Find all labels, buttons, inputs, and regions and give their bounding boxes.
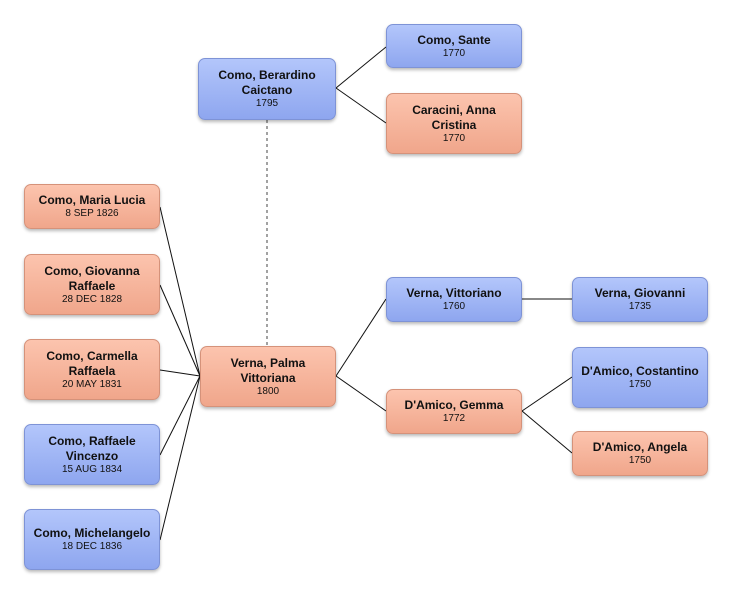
person-name: Como, Raffaele Vincenzo (48, 433, 136, 463)
person-date: 8 SEP 1826 (65, 208, 119, 219)
connector-line (159, 284, 201, 377)
person-date: 1770 (442, 132, 466, 144)
person-date: 20 MAY 1831 (62, 378, 122, 390)
person-name: Como, Michelangelo (33, 526, 151, 540)
connector-line (335, 87, 387, 124)
person-box-sante[interactable]: Como, Sante 1770 (386, 24, 522, 68)
person-date: 1735 (628, 301, 652, 312)
person-box-maria-lucia[interactable]: Como, Maria Lucia 8 SEP 1826 (24, 184, 160, 229)
connector-line (335, 298, 387, 377)
person-date: 1795 (255, 98, 279, 109)
person-name: Verna, Giovanni (594, 286, 686, 300)
person-date: 1750 (628, 379, 652, 390)
person-name: Verna, Vittoriano (406, 286, 502, 300)
person-box-raffaele[interactable]: Como, Raffaele Vincenzo 15 AUG 1834 (24, 424, 160, 485)
person-date: 1800 (256, 385, 280, 397)
person-box-michelangelo[interactable]: Como, Michelangelo 18 DEC 1836 (24, 509, 160, 570)
person-box-angela[interactable]: D'Amico, Angela 1750 (572, 431, 708, 476)
person-date: 1750 (628, 455, 652, 466)
person-name: Como, Sante (417, 32, 491, 47)
person-date: 1760 (442, 301, 466, 312)
connector-line (159, 369, 201, 377)
person-name: Como, Giovanna Raffaele (44, 263, 140, 293)
person-name: Como, Berardino Caictano (218, 68, 316, 97)
person-box-anna[interactable]: Caracini, Anna Cristina 1770 (386, 93, 522, 154)
person-date: 18 DEC 1836 (61, 541, 123, 552)
person-name: Verna, Palma Vittoriana (230, 355, 306, 385)
connector-line (335, 375, 387, 412)
person-box-costantino[interactable]: D'Amico, Costantino 1750 (572, 347, 708, 408)
person-box-carmella[interactable]: Como, Carmella Raffaela 20 MAY 1831 (24, 339, 160, 400)
person-box-giovanna[interactable]: Como, Giovanna Raffaele 28 DEC 1828 (24, 254, 160, 315)
person-name: D'Amico, Angela (592, 440, 688, 454)
connector-line (335, 46, 387, 89)
person-name: D'Amico, Gemma (404, 398, 504, 412)
connector-line (159, 375, 201, 456)
person-date: 28 DEC 1828 (61, 293, 123, 305)
person-name: Como, Maria Lucia (38, 193, 146, 207)
connector-line (159, 375, 201, 541)
person-date: 1772 (442, 413, 466, 424)
connector-line (521, 410, 573, 454)
person-box-berardino[interactable]: Como, Berardino Caictano 1795 (198, 58, 336, 120)
person-box-vittoriano[interactable]: Verna, Vittoriano 1760 (386, 277, 522, 322)
connector-line (521, 376, 573, 412)
person-box-gemma[interactable]: D'Amico, Gemma 1772 (386, 389, 522, 434)
connector-line (159, 206, 201, 377)
person-name: Caracini, Anna Cristina (412, 102, 496, 132)
person-date: 15 AUG 1834 (61, 463, 123, 475)
person-box-giovanni[interactable]: Verna, Giovanni 1735 (572, 277, 708, 322)
person-box-palma[interactable]: Verna, Palma Vittoriana 1800 (200, 346, 336, 407)
person-name: Como, Carmella Raffaela (46, 348, 138, 378)
person-date: 1770 (442, 47, 466, 59)
person-name: D'Amico, Costantino (581, 364, 699, 378)
